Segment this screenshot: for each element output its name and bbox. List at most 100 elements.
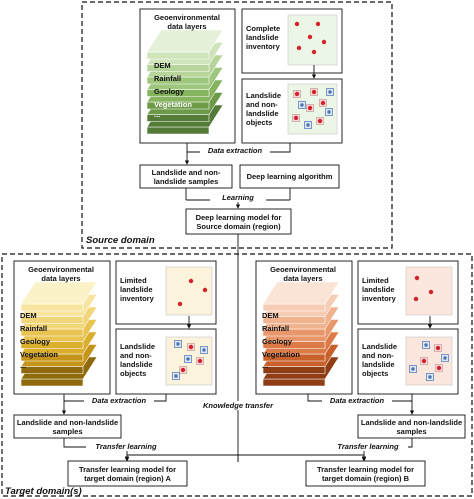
non-landslide-object-dot — [411, 367, 415, 371]
source-layer-rainfall: Rainfall — [154, 74, 182, 83]
non-landslide-object-dot — [306, 123, 310, 127]
landslide-object-dot — [436, 365, 442, 371]
landslide-dot — [177, 301, 183, 307]
target-a-model-label: Transfer learning model for target domai… — [78, 465, 177, 483]
target-a-inventory-dots — [177, 278, 208, 307]
target-b-transfer-learning: Transfer learning — [328, 442, 408, 451]
target-b-model-box — [305, 460, 426, 487]
landslide-object-dot — [197, 358, 203, 364]
target-a-layer-dem: DEM — [20, 311, 37, 320]
target-a-object-dots — [172, 340, 208, 380]
target-a-geo-title: Geoenvironmental data layers — [28, 265, 94, 283]
target-a-layer-side — [20, 303, 84, 312]
landslide-object-dot — [180, 367, 186, 373]
landslide-dot — [307, 34, 313, 40]
source-layer — [146, 29, 224, 53]
target-domain-box — [1, 253, 473, 497]
landslide-dot — [202, 287, 208, 293]
landslide-object-dot — [311, 89, 317, 95]
source-layer-vegetation: Vegetation — [154, 100, 192, 109]
landslide-dot — [296, 45, 302, 51]
target-a-model-box — [67, 460, 188, 487]
landslide-object-dot — [435, 345, 441, 351]
target-b-samples-box — [357, 414, 466, 439]
non-landslide-object-dot — [300, 103, 304, 107]
non-landslide-object-dot — [186, 357, 190, 361]
non-landslide-object-dot — [327, 110, 331, 114]
target-b-data-extraction: Data extraction — [322, 396, 392, 405]
non-landslide-object-dot — [202, 348, 206, 352]
landslide-object-dot — [188, 344, 194, 350]
source-model-label: Deep learning model for Source domain (r… — [195, 213, 282, 231]
target-b-layer-dem: DEM — [262, 311, 279, 320]
target-b-layer-side — [262, 303, 326, 312]
source-layer-dem: DEM — [154, 61, 171, 70]
source-inventory-dots — [294, 21, 327, 55]
target-a-layer-side — [20, 378, 84, 387]
landslide-object-dot — [320, 100, 326, 106]
landslide-dot — [311, 49, 317, 55]
source-layer-side — [146, 126, 210, 135]
target-b-inventory-dots — [413, 275, 434, 302]
target-a-layer-side — [20, 366, 84, 374]
landslide-object-dot — [294, 91, 300, 97]
landslide-dot — [321, 39, 327, 45]
source-complete-inventory: Complete landslide inventory — [246, 24, 281, 51]
source-object-dots — [292, 88, 334, 129]
landslide-dot — [315, 21, 321, 27]
target-a-samples-label: Landslide and non-landslide samples — [16, 418, 119, 436]
landslide-dot — [188, 278, 194, 284]
target-a-samples-box — [13, 414, 122, 439]
source-geo-title: Geoenvironmental data layers — [154, 13, 220, 31]
landslide-dot — [414, 275, 420, 281]
source-objects-label: Landslide and non-landslide objects — [246, 91, 282, 127]
landslide-object-dot — [421, 358, 427, 364]
knowledge-transfer-label: Knowledge transfer — [198, 401, 278, 410]
non-landslide-object-dot — [443, 356, 447, 360]
source-layer-stack — [146, 29, 224, 135]
source-data-extraction: Data extraction — [200, 146, 270, 155]
target-a-layer-geology: Geology — [20, 337, 51, 346]
non-landslide-object-dot — [424, 343, 428, 347]
target-b-samples-label: Landslide and non-landslide samples — [360, 418, 463, 436]
target-a-layer-rainfall: Rainfall — [20, 324, 48, 333]
target-b-layer — [262, 281, 340, 305]
target-a-layer-more: ... — [20, 361, 27, 370]
landslide-object-dot — [307, 105, 313, 111]
landslide-dot — [413, 296, 419, 302]
source-domain-label: Source domain — [86, 235, 155, 246]
source-algorithm-box — [239, 164, 340, 189]
landslide-object-dot — [293, 115, 299, 121]
landslide-dot — [428, 289, 434, 295]
target-b-inventory-panel — [405, 266, 453, 316]
target-b-layer-vegetation: Vegetation — [262, 350, 300, 359]
landslide-object-dot — [317, 118, 323, 124]
target-a-layer-stack — [20, 281, 98, 387]
target-a-transfer-learning: Transfer learning — [86, 442, 166, 451]
target-b-layer-more: ... — [262, 361, 269, 370]
non-landslide-object-dot — [174, 374, 178, 378]
target-b-layer-rainfall: Rainfall — [262, 324, 290, 333]
target-a-limited-inventory: Limited landslide inventory — [120, 276, 154, 303]
target-b-model-label: Transfer learning model for target domai… — [316, 465, 415, 483]
source-learning: Learning — [210, 193, 266, 202]
target-b-objects-label: Landslide and non-landslide objects — [362, 342, 398, 378]
landslide-dot — [294, 21, 300, 27]
source-layer-geology: Geology — [154, 87, 185, 96]
source-samples-label: Landslide and non-landslide samples — [151, 168, 221, 186]
target-b-layer-side — [262, 366, 326, 374]
target-b-geo-title: Geoenvironmental data layers — [270, 265, 336, 283]
target-b-object-dots — [409, 341, 449, 381]
source-layer-side — [146, 51, 210, 60]
target-b-limited-inventory: Limited landslide inventory — [362, 276, 396, 303]
source-model-box — [185, 208, 292, 235]
target-b-layer-geology: Geology — [262, 337, 293, 346]
target-b-layer-stack — [262, 281, 340, 387]
non-landslide-object-dot — [328, 90, 332, 94]
source-domain-box — [81, 1, 393, 249]
target-a-data-extraction: Data extraction — [84, 396, 154, 405]
target-a-layer-vegetation: Vegetation — [20, 350, 58, 359]
non-landslide-object-dot — [176, 342, 180, 346]
